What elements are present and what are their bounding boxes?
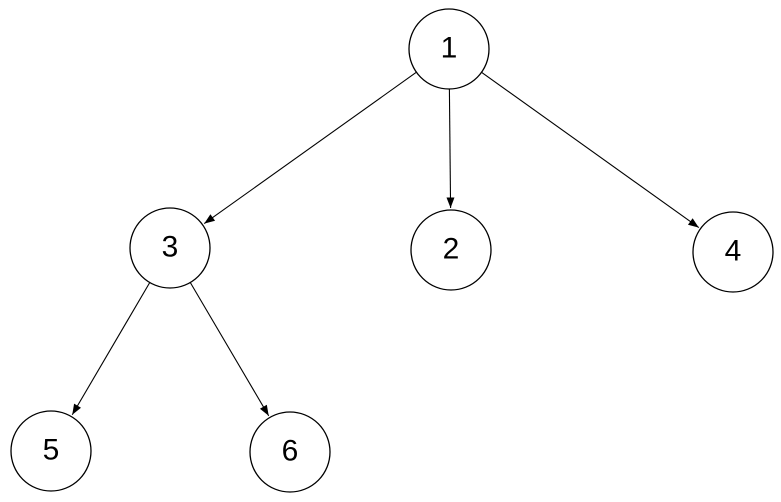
tree-node-4: 4	[692, 211, 774, 293]
tree-node-label-3: 3	[162, 231, 179, 264]
tree-node-circle-3	[129, 207, 211, 289]
tree-node-1: 1	[408, 8, 490, 90]
tree-node-3: 3	[129, 207, 211, 289]
tree-node-2: 2	[410, 209, 492, 291]
tree-edge-3-5	[71, 282, 151, 416]
tree-node-label-4: 4	[725, 235, 742, 268]
tree-node-circle-5	[10, 410, 92, 492]
tree-edge-1-4	[481, 71, 700, 229]
tree-node-label-6: 6	[282, 435, 299, 468]
tree-node-5: 5	[10, 410, 92, 492]
tree-node-circle-6	[249, 411, 331, 493]
tree-node-circle-1	[408, 8, 490, 90]
tree-node-circle-4	[692, 211, 774, 293]
tree-edge-3-6	[189, 282, 270, 417]
tree-node-label-5: 5	[43, 434, 60, 467]
tree-node-circle-2	[410, 209, 492, 291]
tree-edge-1-3	[203, 71, 417, 225]
tree-node-6: 6	[249, 411, 331, 493]
tree-node-label-1: 1	[441, 32, 458, 65]
tree-edge-1-2	[446, 88, 455, 209]
tree-node-label-2: 2	[443, 233, 460, 266]
